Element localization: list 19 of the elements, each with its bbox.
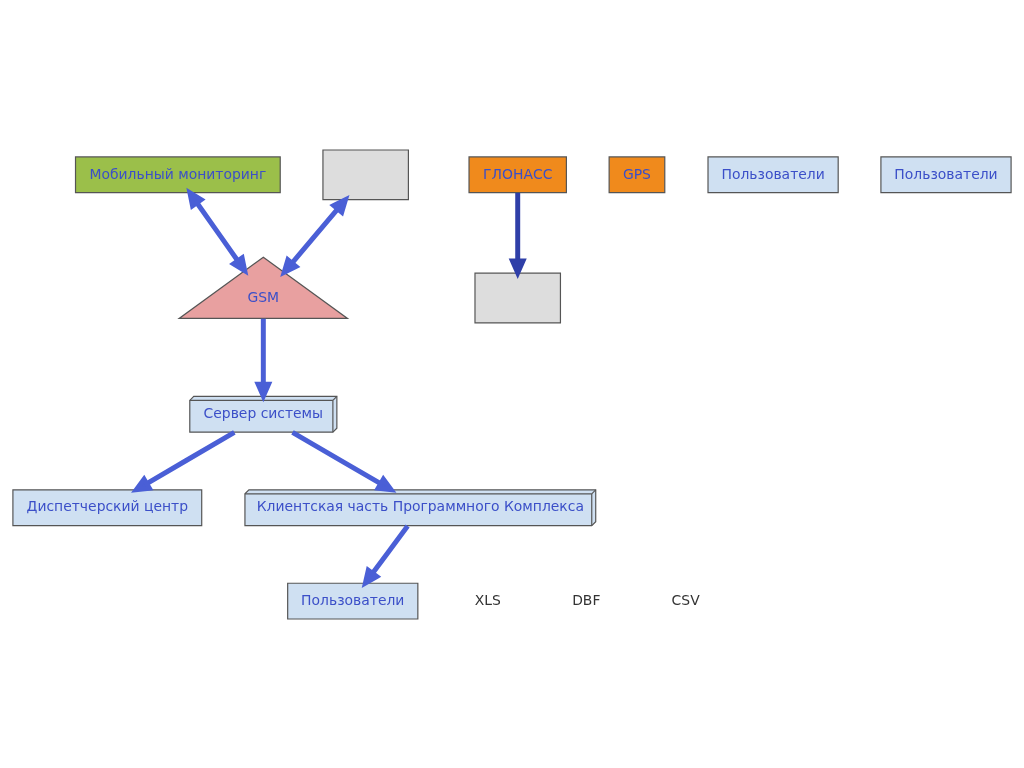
node-box: Диспетчерский центр [12,488,203,526]
node-box [474,272,562,323]
node-box: Мобильный мониторинг [74,155,281,193]
arrow [186,187,249,276]
arrow [280,194,350,277]
node-box: ГЛОНАСС [468,155,567,193]
node-box: Пользователи [880,155,1012,193]
node-box: Пользователи [707,155,839,193]
node-box [322,148,409,200]
label: DBF [572,591,601,608]
label: XLS [474,591,501,608]
node-box: GPS [608,155,666,193]
arrow [254,318,273,402]
arrow [131,429,236,493]
label: CSV [671,591,700,608]
arrow [361,523,410,588]
arrow [291,429,397,493]
node-box: Пользователи [287,582,419,620]
arrow [508,192,527,279]
